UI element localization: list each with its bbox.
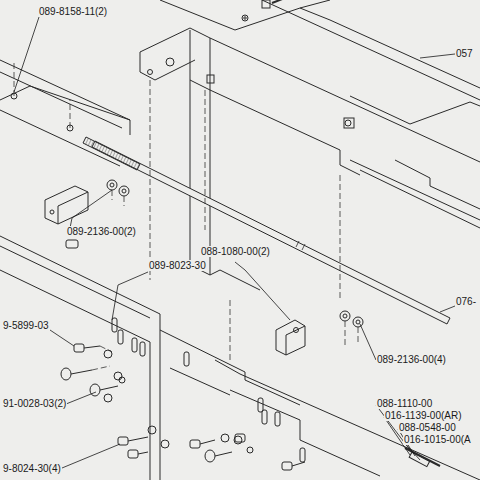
part-number-callout: 9-5899-03 <box>2 320 50 331</box>
part-number-callout: 089-8023-30 <box>148 260 207 271</box>
part-number-callout: 057 <box>455 48 474 59</box>
part-number-callout: 089-8158-11(2) <box>38 6 108 17</box>
part-number-callout: 088-0548-00 <box>398 422 457 433</box>
part-number-callout: 089-2136-00(4) <box>376 354 447 365</box>
part-number-callout: 088-1080-00(2) <box>200 246 271 257</box>
part-number-callout: 088-1110-00 <box>376 398 433 409</box>
part-number-callout: 089-2136-00(2) <box>66 226 137 237</box>
part-number-callout: 016-1139-00(AR) <box>384 410 463 421</box>
part-number-callout: 016-1015-00(A <box>403 434 472 445</box>
part-number-callout: 91-0028-03(2) <box>2 398 67 409</box>
part-number-callout: 076- <box>455 296 477 307</box>
part-number-callout: 9-8024-30(4) <box>2 463 62 474</box>
